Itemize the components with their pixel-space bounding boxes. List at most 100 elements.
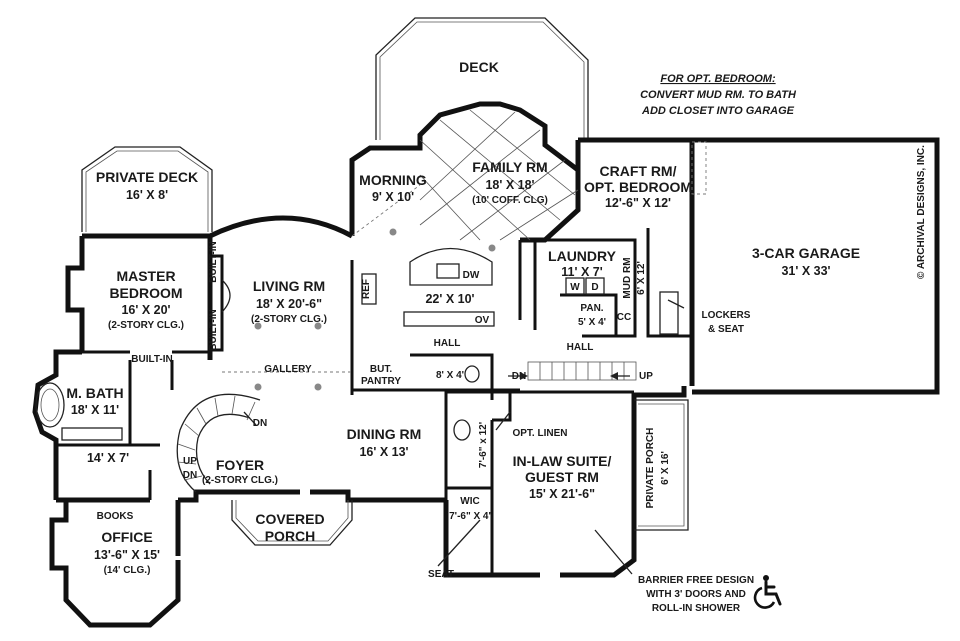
column [254, 383, 262, 391]
family-room-sub: (10' COFF. CLG) [472, 195, 548, 206]
inlaw-suite-label: IN-LAW SUITE/ [513, 453, 612, 469]
hall-stairs [527, 361, 637, 381]
foyer-up-label: UP [183, 456, 197, 467]
fixture-labels: DW OV REF BUILT-IN BUILT-IN BUILT-IN BOO… [97, 241, 654, 580]
master-bedroom-label-2: BEDROOM [109, 285, 182, 301]
kitchen-counter [403, 311, 495, 327]
dryer-label: D [591, 282, 598, 293]
barrier-free-note-line-3: ROLL-IN SHOWER [652, 603, 741, 614]
master-bedroom-label: MASTER [116, 268, 175, 284]
stair-down-label: DN [253, 418, 267, 429]
built-in-top-label: BUILT-IN [208, 241, 219, 282]
lockers-label-2: & SEAT [708, 324, 744, 335]
column [314, 383, 322, 391]
copyright-label: © ARCHIVAL DESIGNS, INC. [916, 145, 927, 279]
private-deck-outline [81, 146, 213, 232]
hall-up-label: UP [639, 371, 653, 382]
pantry-small-dim: 5' X 4' [578, 317, 606, 328]
living-room-label: LIVING RM [253, 278, 325, 294]
office-label: OFFICE [101, 529, 152, 545]
private-deck-label: PRIVATE DECK [96, 169, 198, 185]
office-sub: (14' CLG.) [104, 565, 151, 576]
wic-dim: 7'-6" X 4' [449, 511, 491, 522]
washer [565, 277, 585, 295]
vanity [61, 427, 123, 441]
deck-outline [375, 17, 589, 140]
kitchen-dim: 22' X 10' [425, 292, 474, 306]
notes: FOR OPT. BEDROOM: CONVERT MUD RM. TO BAT… [638, 73, 927, 614]
barrier-free-note-line-1: BARRIER FREE DESIGN [638, 575, 754, 586]
half-bath-dim: 8' X 4' [436, 370, 464, 381]
bedroom-note-line-3: ADD CLOSET INTO GARAGE [641, 105, 795, 117]
morning-label: MORNING [359, 172, 427, 188]
bedroom-note-line-1: FOR OPT. BEDROOM: [660, 73, 776, 85]
dining-room-label: DINING RM [347, 426, 422, 442]
mud-room-label: MUD RM [622, 257, 633, 298]
oven-label: OV [475, 315, 490, 326]
books-label: BOOKS [97, 511, 134, 522]
toilet [453, 419, 471, 441]
laundry-dim: 11' X 7' [561, 265, 602, 279]
room-labels: DECK PRIVATE DECK 16' X 8' MORNING 9' X … [66, 59, 860, 576]
bathtub [35, 382, 65, 428]
laundry-label: LAUNDRY [548, 248, 617, 264]
wheelchair-icon [753, 575, 782, 609]
craft-room-label: CRAFT RM/ [600, 163, 677, 179]
column [389, 228, 397, 236]
kitchen-island [409, 247, 493, 286]
pantry-small-label: PAN. [580, 303, 603, 314]
fixtures [35, 109, 707, 493]
built-in-bath-label: BUILT-IN [131, 354, 172, 365]
refrigerator [361, 273, 377, 305]
living-room-dim: 18' X 20'-6" [256, 297, 322, 311]
private-deck-dim: 16' X 8' [126, 188, 168, 202]
foyer-label: FOYER [216, 457, 264, 473]
cc-label: CC [617, 312, 631, 323]
craft-room-dim: 12'-6" X 12' [605, 196, 671, 210]
morning-dim: 9' X 10' [372, 190, 414, 204]
foyer-sub: (2-STORY CLG.) [202, 475, 278, 486]
gallery-label: GALLERY [264, 364, 312, 375]
master-bedroom-dim: 16' X 20' [121, 303, 170, 317]
office-dim: 13'-6" X 15' [94, 548, 160, 562]
garage-dim: 31' X 33' [781, 264, 830, 278]
master-bath-dim: 18' X 11' [71, 403, 119, 417]
inlaw-suite-dim: 15' X 21'-6" [529, 487, 595, 501]
inlaw-suite-label-2: GUEST RM [525, 469, 599, 485]
curved-staircase [176, 393, 261, 493]
dishwasher-label: DW [463, 270, 480, 281]
hall-down-label: DN [512, 371, 526, 382]
half-bath-toilet [464, 365, 480, 383]
column [314, 322, 322, 330]
family-room-label: FAMILY RM [472, 159, 547, 175]
lockers [659, 291, 679, 335]
bedroom-note-line-2: CONVERT MUD RM. TO BATH [640, 89, 797, 101]
interior-walls [56, 228, 692, 575]
covered-porch-label-2: PORCH [265, 528, 316, 544]
family-room-dim: 18' X 18' [485, 178, 534, 192]
built-in-bottom-label: BUILT-IN [208, 309, 219, 350]
dining-room-dim: 16' X 13' [359, 445, 408, 459]
seat-label: SEAT [428, 569, 454, 580]
living-room-sub: (2-STORY CLG.) [251, 314, 327, 325]
column [254, 322, 262, 330]
covered-porch-label: COVERED [255, 511, 324, 527]
inlaw-bath-dim: 7'-6" x 12' [478, 422, 489, 468]
optional-linen-label: OPT. LINEN [512, 428, 567, 439]
master-bedroom-sub: (2-STORY CLG.) [108, 320, 184, 331]
butler-pantry-label-2: PANTRY [361, 376, 401, 387]
hall-label-left: HALL [434, 338, 461, 349]
column [488, 244, 496, 252]
barrier-free-note-line-2: WITH 3' DOORS AND [646, 589, 746, 600]
optional-closet [691, 141, 707, 195]
hall-label-right: HALL [567, 342, 594, 353]
private-porch-label: PRIVATE PORCH [645, 428, 656, 509]
fireplace [221, 279, 231, 313]
master-bath-label: M. BATH [66, 385, 123, 401]
refrigerator-label: REF [361, 279, 372, 299]
wic-label: WIC [460, 496, 479, 507]
craft-room-label-2: OPT. BEDROOM [584, 179, 692, 195]
deck-label: DECK [459, 59, 499, 75]
